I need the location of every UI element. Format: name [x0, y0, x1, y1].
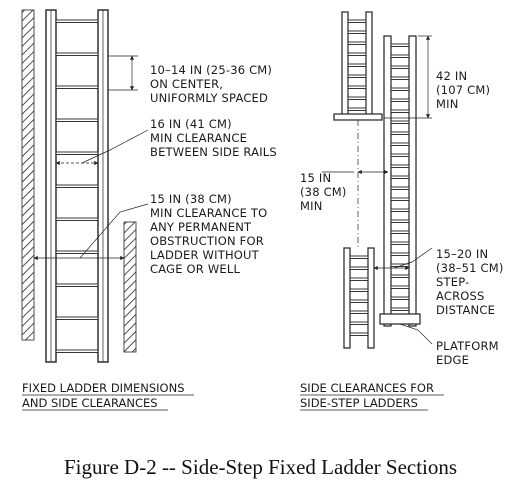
ladder-rung [55, 217, 99, 221]
ladder-rung [390, 54, 410, 58]
tall-ladder-right-rail [408, 35, 417, 327]
ladder-rung [390, 142, 410, 146]
ladder-rung [390, 164, 410, 168]
lower-ladder-left-rail [343, 247, 351, 349]
ladder-rung [349, 266, 369, 270]
ladder-rung [55, 151, 99, 155]
ladder-rung [347, 85, 367, 89]
obstruction-clearance-leader [79, 203, 149, 259]
ladder-rung [55, 283, 99, 287]
rail-clearance-label: 16 IN (41 CM) MIN CLEARANCE BETWEEN SIDE… [150, 117, 277, 159]
ladder-rung [55, 85, 99, 89]
ladder-rung [390, 131, 410, 135]
left-diagram-caption: FIXED LADDER DIMENSIONS AND SIDE CLEARAN… [22, 381, 188, 410]
upper-ladder-right-rail [365, 11, 373, 119]
ladder-rung [390, 175, 410, 179]
side-clearance-label: 15 IN (38 CM) MIN [300, 171, 350, 213]
height-label: 42 IN (107 CM) MIN [436, 69, 494, 111]
obstruction-clearance-label: 15 IN (38 CM) MIN CLEARANCE TO ANY PERMA… [150, 192, 271, 276]
bottom-platform [379, 313, 421, 325]
ladder-rung [347, 74, 367, 78]
tall-ladder-rungs [390, 43, 410, 311]
right-diagram-caption: SIDE CLEARANCES FOR SIDE-STEP LADDERS [300, 381, 438, 410]
ladder-rung [55, 184, 99, 188]
ladder-rung [390, 65, 410, 69]
ladder-rung [347, 19, 367, 23]
ladder-rung [55, 349, 99, 353]
ladder-rung [347, 30, 367, 34]
lower-ladder-right-rail [367, 247, 375, 349]
rail-clearance-leader [81, 129, 149, 164]
ladder-rung [347, 107, 367, 111]
ladder-rung [390, 219, 410, 223]
right-obstruction-wall [123, 221, 137, 353]
ladder-rung [390, 230, 410, 234]
upper-ladder-left-rail [341, 11, 349, 119]
ladder-rung [55, 19, 99, 23]
ladder-rung [55, 250, 99, 254]
rung-spacing-label: 10–14 IN (25-36 CM) ON CENTER, UNIFORMLY… [150, 63, 276, 105]
step-across-leader [393, 247, 433, 269]
ladder-rung [390, 307, 410, 311]
platform-edge-label: PLATFORM EDGE [436, 339, 503, 367]
upper-landing [333, 113, 383, 121]
ladder-rung [390, 76, 410, 80]
ladder-rung [55, 118, 99, 122]
ladder-rung [349, 299, 369, 303]
ladder-rung [349, 288, 369, 292]
upper-ladder-rungs [347, 19, 367, 111]
ladder-rung [390, 285, 410, 289]
ladder-rung [55, 316, 99, 320]
left-ladder-rungs [55, 19, 99, 353]
platform-leader [399, 323, 433, 345]
right-ladder-diagram: 42 IN (107 CM) MIN 15 IN (38 CM) MIN 15–… [300, 11, 507, 411]
ladder-rung [390, 296, 410, 300]
ladder-rung [349, 310, 369, 314]
ladder-rung [390, 252, 410, 256]
ladder-rung [390, 274, 410, 278]
ladder-rung [390, 197, 410, 201]
ladder-rung [347, 63, 367, 67]
left-ladder-diagram: 10–14 IN (25-36 CM) ON CENTER, UNIFORMLY… [21, 9, 277, 411]
step-across-label: 15–20 IN (38–51 CM) STEP- ACROSS DISTANC… [436, 247, 507, 317]
tall-ladder-left-rail [383, 35, 392, 327]
figure-caption: Figure D-2 -- Side-Step Fixed Ladder Sec… [63, 455, 458, 479]
ladder-rung [349, 321, 369, 325]
ladder-rung [55, 52, 99, 56]
ladder-rung [347, 52, 367, 56]
ladder-rung [390, 98, 410, 102]
left-wall [21, 9, 35, 341]
ladder-rung [390, 186, 410, 190]
ladder-rung [349, 255, 369, 259]
lower-ladder-rungs [349, 255, 369, 336]
ladder-rung [347, 96, 367, 100]
ladder-rung [390, 153, 410, 157]
ladder-rung [390, 109, 410, 113]
ladder-rung [390, 241, 410, 245]
ladder-rung [390, 120, 410, 124]
ladder-rung [347, 41, 367, 45]
ladder-rung [390, 87, 410, 91]
ladder-rung [390, 43, 410, 47]
ladder-rung [390, 208, 410, 212]
ladder-rung [349, 277, 369, 281]
ladder-rung [349, 332, 369, 336]
